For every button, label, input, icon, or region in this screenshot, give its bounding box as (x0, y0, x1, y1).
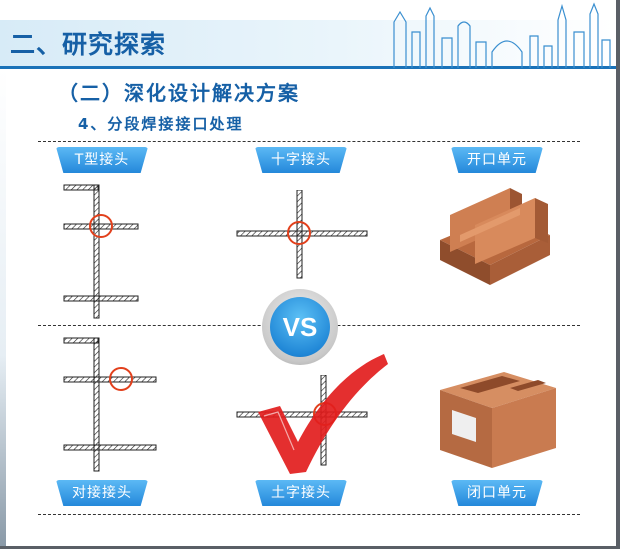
label-cross-joint: 十字接头 (255, 147, 347, 173)
label-closed-unit: 闭口单元 (451, 480, 543, 506)
divider-bottom (38, 514, 580, 515)
check-mark-icon (258, 354, 388, 474)
butt-joint-diagram (63, 337, 157, 472)
page-title: 二、研究探索 (10, 30, 167, 59)
label-earth-joint: 土字接头 (255, 480, 347, 506)
vs-text: VS (270, 297, 330, 357)
label-open-unit: 开口单元 (451, 147, 543, 173)
closed-unit-model (440, 372, 556, 468)
label-butt-joint: 对接接头 (56, 480, 148, 506)
divider-top (38, 141, 580, 142)
label-t-joint: T型接头 (56, 147, 148, 173)
left-edge-strip (0, 69, 6, 546)
section-point: 4、分段焊接接口处理 (78, 115, 244, 133)
vs-badge: VS (262, 289, 338, 365)
header-band (0, 20, 616, 69)
skyline-illustration (393, 2, 611, 68)
open-unit-model (440, 188, 550, 285)
section-subtitle: （二）深化设计解决方案 (58, 81, 300, 105)
t-joint-diagram (63, 184, 139, 319)
cross-joint-diagram (236, 190, 368, 279)
